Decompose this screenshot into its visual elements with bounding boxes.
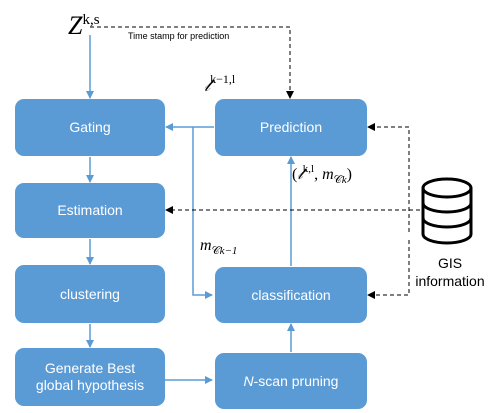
timestamp-label: Time stamp for prediction <box>128 31 230 41</box>
input-symbol: Zk,s <box>68 11 100 40</box>
classification-input-symbol: m𝒞k−1 <box>200 237 238 258</box>
classification-box[interactable]: classification <box>215 267 367 323</box>
prev-track-symbol: 𝓉k−1,l <box>204 72 236 95</box>
database-icon <box>421 177 473 245</box>
dashed-gis-to-prediction <box>367 123 410 232</box>
generate-hypothesis-box[interactable]: Generate Best global hypothesis <box>15 348 165 406</box>
estimation-box[interactable]: Estimation <box>15 183 165 238</box>
gating-box[interactable]: Gating <box>15 99 165 156</box>
estimation-label: Estimation <box>57 202 123 218</box>
dashed-timestamp-to-prediction <box>90 26 294 99</box>
prediction-label: Prediction <box>259 119 323 135</box>
gis-label-line2: information <box>415 273 485 289</box>
gating-label: Gating <box>69 119 111 135</box>
dashed-gis-to-classification <box>367 240 410 299</box>
pruning-label-italic: N <box>243 372 254 389</box>
gis-label-line1: GIS <box>437 255 463 271</box>
prediction-box[interactable]: Prediction <box>215 99 367 156</box>
generate-label-line2: global hypothesis <box>35 377 145 393</box>
prediction-output-label: (𝓉k,l, m𝒞k) <box>292 163 352 187</box>
gis-label: GIS information <box>412 254 488 290</box>
clustering-label: clustering <box>60 285 120 302</box>
clustering-box[interactable]: clustering <box>15 265 165 323</box>
arrow-gating-branch-to-classification <box>192 127 213 299</box>
generate-label-line1: Generate Best <box>44 360 136 376</box>
classification-label: classification <box>251 286 331 303</box>
pruning-label: -scan pruning <box>253 372 339 389</box>
n-scan-pruning-box[interactable]: N-scan pruning <box>215 353 367 409</box>
